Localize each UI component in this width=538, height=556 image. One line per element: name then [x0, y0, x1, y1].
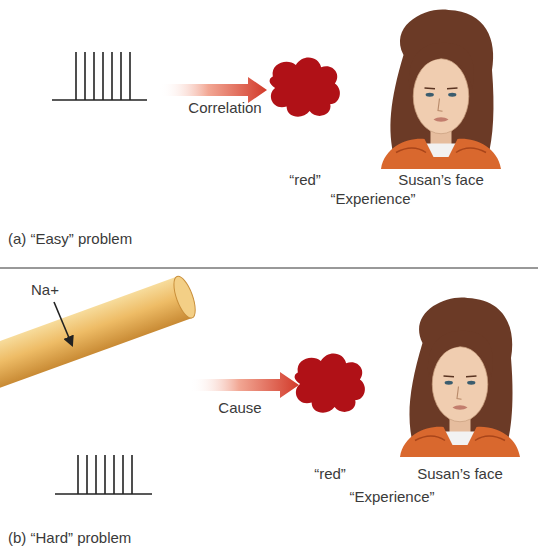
divider — [0, 268, 538, 269]
group-label: “Experience” — [330, 190, 415, 208]
axon-cylinder — [0, 274, 200, 393]
arrow-label: Correlation — [188, 99, 261, 117]
panel-caption: (b) “Hard” problem — [8, 529, 131, 547]
spike-train — [55, 455, 152, 494]
panel-caption: (a) “Easy” problem — [8, 230, 132, 248]
cause-arrow — [190, 372, 299, 398]
susan-face — [381, 10, 501, 169]
ion-label: Na+ — [31, 281, 59, 299]
red-blob — [270, 57, 340, 116]
percept-label: “red” — [314, 465, 346, 483]
percept-label: “red” — [289, 171, 321, 189]
percept-label: Susan’s face — [417, 465, 503, 483]
group-label: “Experience” — [349, 488, 434, 506]
spike-train — [52, 52, 147, 100]
susan-face — [400, 298, 520, 457]
red-blob — [295, 353, 365, 412]
percept-label: Susan’s face — [398, 171, 484, 189]
arrow-label: Cause — [218, 399, 261, 417]
ion-arrow — [54, 302, 72, 345]
